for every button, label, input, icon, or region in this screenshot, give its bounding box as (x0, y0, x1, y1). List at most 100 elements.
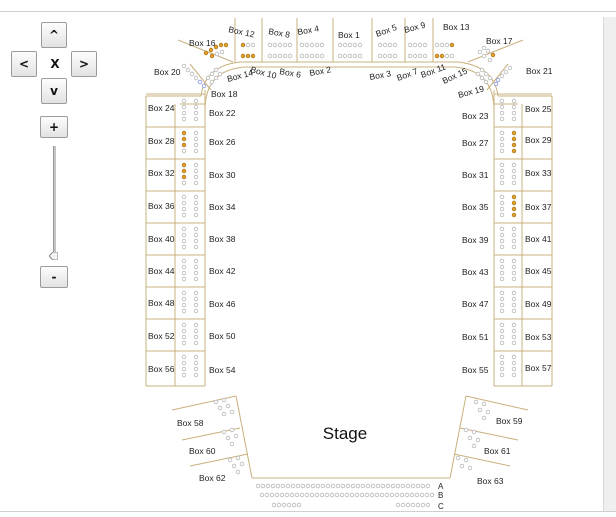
seat-available[interactable] (269, 492, 275, 498)
seat-available[interactable] (511, 244, 517, 250)
seat-available[interactable] (347, 42, 353, 48)
seat-available[interactable] (499, 226, 505, 232)
seat-available[interactable] (310, 483, 316, 489)
seat-available[interactable] (181, 264, 187, 270)
seat-available[interactable] (233, 433, 239, 439)
box-label-33[interactable]: Box 33 (525, 168, 552, 178)
seat-available[interactable] (181, 200, 187, 206)
seat-taken[interactable] (439, 53, 445, 59)
seat-available[interactable] (382, 53, 388, 59)
seat-available[interactable] (399, 492, 405, 498)
seat-available[interactable] (304, 492, 310, 498)
seat-available[interactable] (287, 53, 293, 59)
seat-available[interactable] (235, 469, 241, 475)
box-label-6[interactable]: Box 6 (279, 66, 302, 80)
pan-left-button[interactable]: < (11, 51, 37, 77)
seat-available[interactable] (335, 483, 341, 489)
seat-available[interactable] (511, 258, 517, 264)
seat-available[interactable] (337, 53, 343, 59)
seat-available[interactable] (267, 42, 273, 48)
box-label-19[interactable]: Box 19 (457, 83, 485, 100)
seat-available[interactable] (394, 492, 400, 498)
seat-available[interactable] (181, 148, 187, 154)
seat-available[interactable] (281, 502, 287, 508)
seat-available[interactable] (284, 492, 290, 498)
box-label-35[interactable]: Box 35 (462, 202, 489, 212)
box-label-3[interactable]: Box 3 (369, 68, 392, 82)
seat-available[interactable] (349, 492, 355, 498)
seat-available[interactable] (352, 53, 358, 59)
box-label-37[interactable]: Box 37 (525, 202, 552, 212)
seat-available[interactable] (412, 53, 418, 59)
seat-available[interactable] (392, 42, 398, 48)
seat-available[interactable] (455, 455, 461, 461)
seat-available[interactable] (193, 308, 199, 314)
seat-available[interactable] (193, 130, 199, 136)
seat-taken[interactable] (181, 174, 187, 180)
seat-available[interactable] (193, 354, 199, 360)
seat-available[interactable] (193, 168, 199, 174)
seat-available[interactable] (407, 42, 413, 48)
seat-available[interactable] (277, 42, 283, 48)
seat-available[interactable] (499, 302, 505, 308)
seat-available[interactable] (511, 270, 517, 276)
seat-available[interactable] (193, 174, 199, 180)
seat-taken[interactable] (245, 53, 251, 59)
seat-available[interactable] (511, 180, 517, 186)
seat-taken[interactable] (181, 136, 187, 142)
box-label-38[interactable]: Box 38 (209, 234, 236, 244)
seat-available[interactable] (330, 483, 336, 489)
seat-available[interactable] (499, 136, 505, 142)
seat-available[interactable] (425, 502, 431, 508)
seat-taken[interactable] (511, 212, 517, 218)
seat-available[interactable] (304, 53, 310, 59)
seat-available[interactable] (193, 110, 199, 116)
seat-available[interactable] (213, 67, 219, 73)
seat-available[interactable] (270, 483, 276, 489)
seat-available[interactable] (511, 296, 517, 302)
seat-available[interactable] (201, 83, 207, 89)
box-label-28[interactable]: Box 28 (148, 136, 175, 146)
seat-available[interactable] (434, 42, 440, 48)
seat-available[interactable] (439, 42, 445, 48)
seat-taken[interactable] (203, 50, 209, 56)
seat-available[interactable] (181, 366, 187, 372)
seat-taken[interactable] (434, 53, 440, 59)
box-label-25[interactable]: Box 25 (525, 104, 552, 114)
seat-available[interactable] (185, 67, 191, 73)
seat-available[interactable] (277, 53, 283, 59)
seat-available[interactable] (365, 483, 371, 489)
seat-available[interactable] (374, 492, 380, 498)
box-label-16[interactable]: Box 16 (189, 38, 216, 48)
seat-available[interactable] (375, 483, 381, 489)
scrollbar[interactable] (603, 17, 616, 511)
seat-available[interactable] (229, 427, 235, 433)
seat-taken[interactable] (490, 52, 496, 58)
seat-available[interactable] (221, 411, 227, 417)
seat-available[interactable] (181, 98, 187, 104)
seat-available[interactable] (181, 180, 187, 186)
seat-available[interactable] (511, 104, 517, 110)
pan-right-button[interactable]: > (71, 51, 97, 77)
seat-taken[interactable] (511, 136, 517, 142)
seat-available[interactable] (511, 110, 517, 116)
seat-available[interactable] (354, 492, 360, 498)
seat-available[interactable] (499, 238, 505, 244)
seat-available[interactable] (181, 372, 187, 378)
seat-available[interactable] (473, 399, 479, 405)
seat-available[interactable] (344, 492, 350, 498)
seat-available[interactable] (499, 212, 505, 218)
zoom-slider-handle[interactable] (49, 252, 58, 260)
seat-available[interactable] (499, 200, 505, 206)
seat-taken[interactable] (511, 200, 517, 206)
seat-available[interactable] (415, 502, 421, 508)
seat-available[interactable] (511, 290, 517, 296)
seat-available[interactable] (410, 502, 416, 508)
box-label-30[interactable]: Box 30 (209, 170, 236, 180)
seat-available[interactable] (271, 502, 277, 508)
box-label-18[interactable]: Box 18 (211, 89, 238, 99)
seat-available[interactable] (384, 492, 390, 498)
seat-available[interactable] (245, 42, 251, 48)
seat-available[interactable] (340, 483, 346, 489)
box-label-48[interactable]: Box 48 (148, 298, 175, 308)
